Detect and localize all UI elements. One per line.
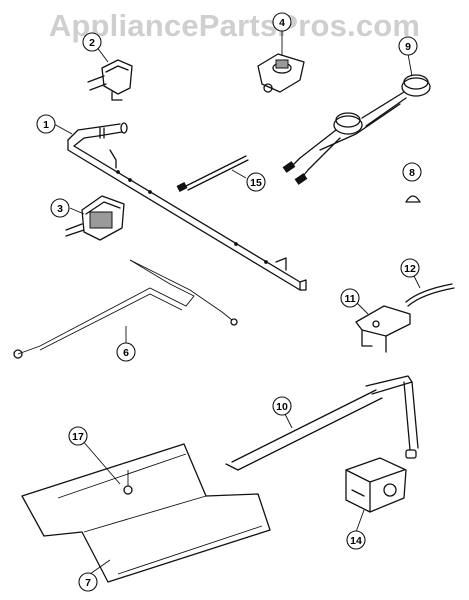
callout-3: 3: [50, 198, 70, 218]
callout-1: 1: [36, 114, 56, 134]
callout-4: 4: [272, 12, 292, 32]
callout-11: 11: [340, 288, 360, 308]
part-14-valve-body[interactable]: [345, 457, 407, 513]
part-7-panel[interactable]: [21, 443, 271, 583]
part-2-connector[interactable]: [87, 59, 133, 101]
callout-9: 9: [398, 36, 418, 56]
svg-text:1: 1: [43, 119, 49, 131]
callout-17: 17: [68, 426, 88, 446]
part-6-thermocouple[interactable]: [13, 259, 238, 359]
callout-2: 2: [82, 32, 102, 52]
callout-12: 12: [400, 258, 420, 278]
part-4-valve[interactable]: [257, 53, 305, 93]
part-3-valve[interactable]: [65, 195, 125, 241]
svg-text:9: 9: [405, 41, 411, 53]
part-15-tube[interactable]: [176, 155, 249, 193]
svg-text:11: 11: [344, 293, 355, 305]
callout-10: 10: [272, 396, 292, 416]
svg-text:4: 4: [279, 17, 285, 29]
svg-text:10: 10: [276, 401, 288, 413]
callout-15: 15: [246, 172, 266, 192]
watermark-logo: AppliancePartsPros.com: [48, 8, 421, 43]
svg-text:12: 12: [404, 263, 416, 275]
part-1-manifold[interactable]: [67, 122, 307, 291]
svg-text:2: 2: [89, 37, 95, 49]
callout-7: 7: [78, 572, 98, 592]
part-10-rod[interactable]: [225, 375, 419, 471]
callout-leaders: [53, 30, 421, 575]
svg-text:17: 17: [72, 431, 84, 443]
svg-text:3: 3: [57, 203, 63, 215]
svg-text:15: 15: [250, 177, 262, 189]
part-9-burner-assembly[interactable]: [282, 74, 431, 185]
svg-text:14: 14: [350, 535, 362, 547]
part-12-line[interactable]: [405, 283, 455, 307]
svg-text:8: 8: [409, 167, 415, 179]
callout-6: 6: [116, 342, 136, 362]
callout-8: 8: [402, 162, 422, 182]
part-8-cap[interactable]: [405, 195, 421, 203]
svg-text:6: 6: [123, 347, 129, 359]
svg-text:7: 7: [85, 577, 91, 589]
callout-14: 14: [346, 530, 366, 550]
part-11-bracket[interactable]: [355, 305, 411, 353]
